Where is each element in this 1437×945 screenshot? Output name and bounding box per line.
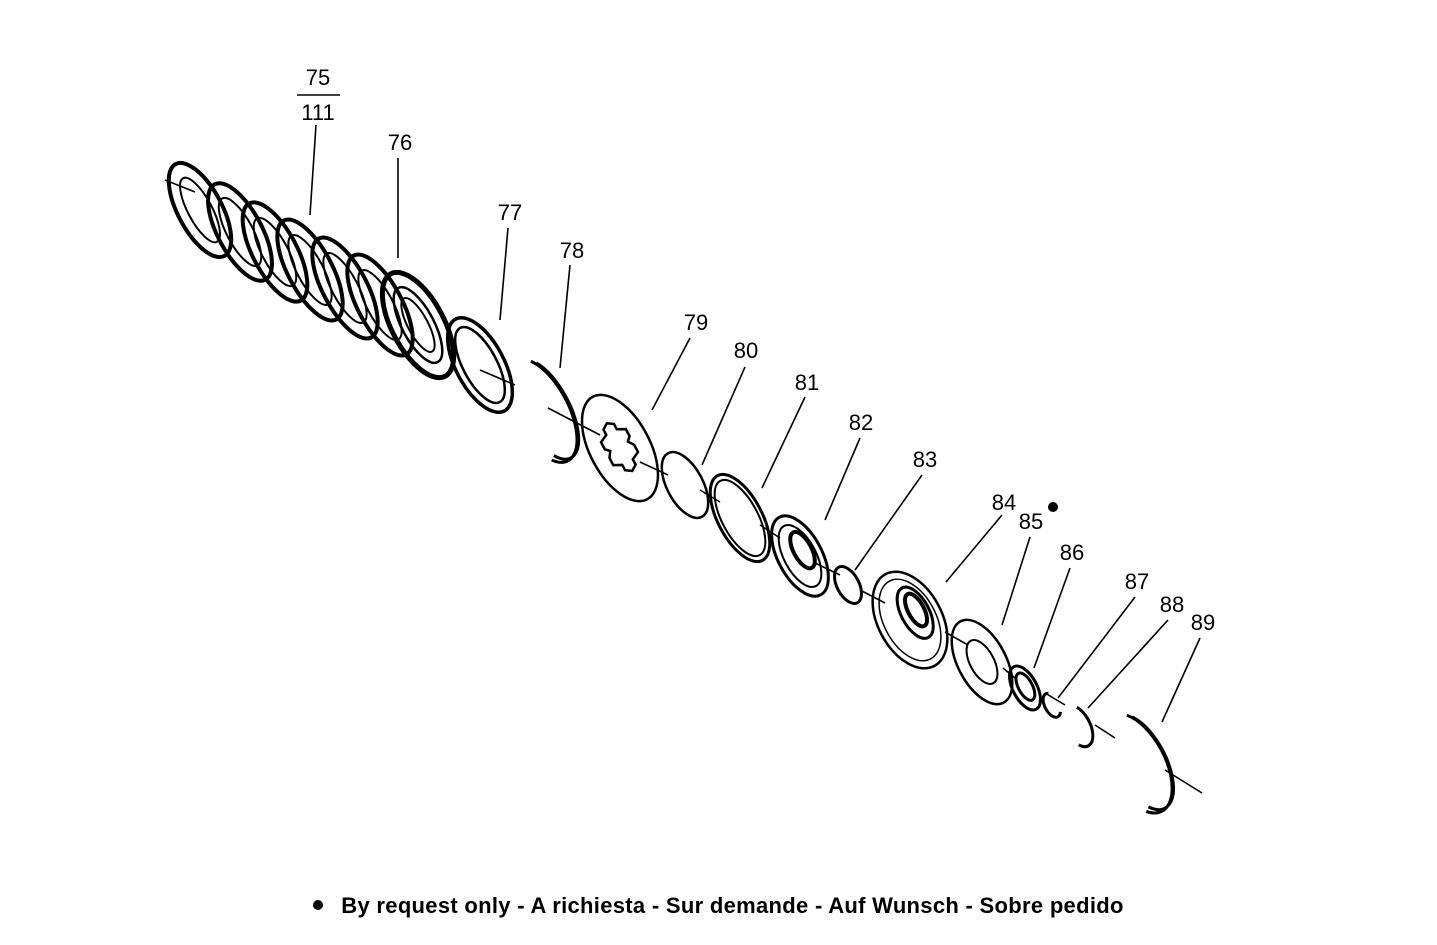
o-ring-83 — [832, 565, 864, 605]
snap-ring-78 — [530, 359, 581, 464]
label-85: 85 — [1019, 509, 1043, 534]
label-83: 83 — [913, 447, 937, 472]
snap-ring-88 — [1076, 705, 1095, 749]
clip-87 — [1041, 691, 1062, 719]
label-80: 80 — [734, 338, 758, 363]
label-77: 77 — [498, 200, 522, 225]
label-86: 86 — [1060, 540, 1084, 565]
footnote-text: By request only - A richiesta - Sur dema… — [341, 893, 1124, 918]
label-84: 84 — [992, 490, 1016, 515]
label-78: 78 — [560, 238, 584, 263]
label-82: 82 — [849, 410, 873, 435]
label-79: 79 — [684, 310, 708, 335]
label-87: 87 — [1125, 569, 1149, 594]
o-ring-80 — [660, 450, 710, 520]
thrust-washer — [445, 315, 515, 415]
label-75: 75 — [306, 65, 330, 90]
bearing-86 — [1008, 664, 1042, 712]
snap-ring-89 — [1126, 713, 1175, 815]
leader-lines — [297, 94, 1201, 723]
washer-85 — [950, 618, 1014, 706]
shaft-axis — [164, 179, 1203, 794]
label-81: 81 — [795, 370, 819, 395]
label-76: 76 — [388, 130, 412, 155]
callout-labels: 75 111 76 77 78 79 80 81 82 83 84 85 86 … — [301, 65, 1215, 635]
label-111: 111 — [301, 100, 334, 125]
splined-plate — [580, 393, 660, 503]
seal-ring-81 — [708, 472, 772, 564]
piston-82 — [770, 514, 830, 598]
bullet-icon — [313, 900, 324, 911]
hub-84 — [871, 570, 949, 670]
request-only-marker — [1048, 502, 1058, 512]
footnote: By request only - A richiesta - Sur dema… — [0, 893, 1437, 919]
label-88: 88 — [1160, 592, 1184, 617]
label-89: 89 — [1191, 610, 1215, 635]
clutch-disc-pack — [166, 160, 457, 381]
